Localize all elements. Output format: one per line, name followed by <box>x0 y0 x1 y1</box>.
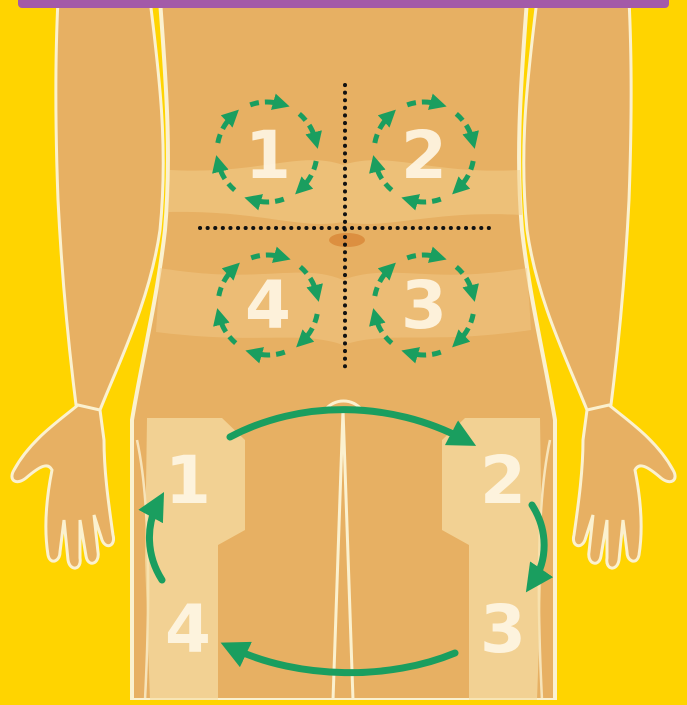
abdomen-site-2-label: 2 <box>401 117 447 194</box>
thigh-site-2-label: 2 <box>480 442 526 519</box>
abdomen-site-1-label: 1 <box>245 117 291 194</box>
navel <box>329 233 365 247</box>
thigh-site-4-label: 4 <box>165 591 211 668</box>
top-band <box>18 0 669 8</box>
abdomen-site-4-label: 4 <box>245 267 291 344</box>
abdomen-site-3-label: 3 <box>401 267 447 344</box>
thigh-site-3-label: 3 <box>480 591 526 668</box>
thigh-site-1-label: 1 <box>165 442 211 519</box>
